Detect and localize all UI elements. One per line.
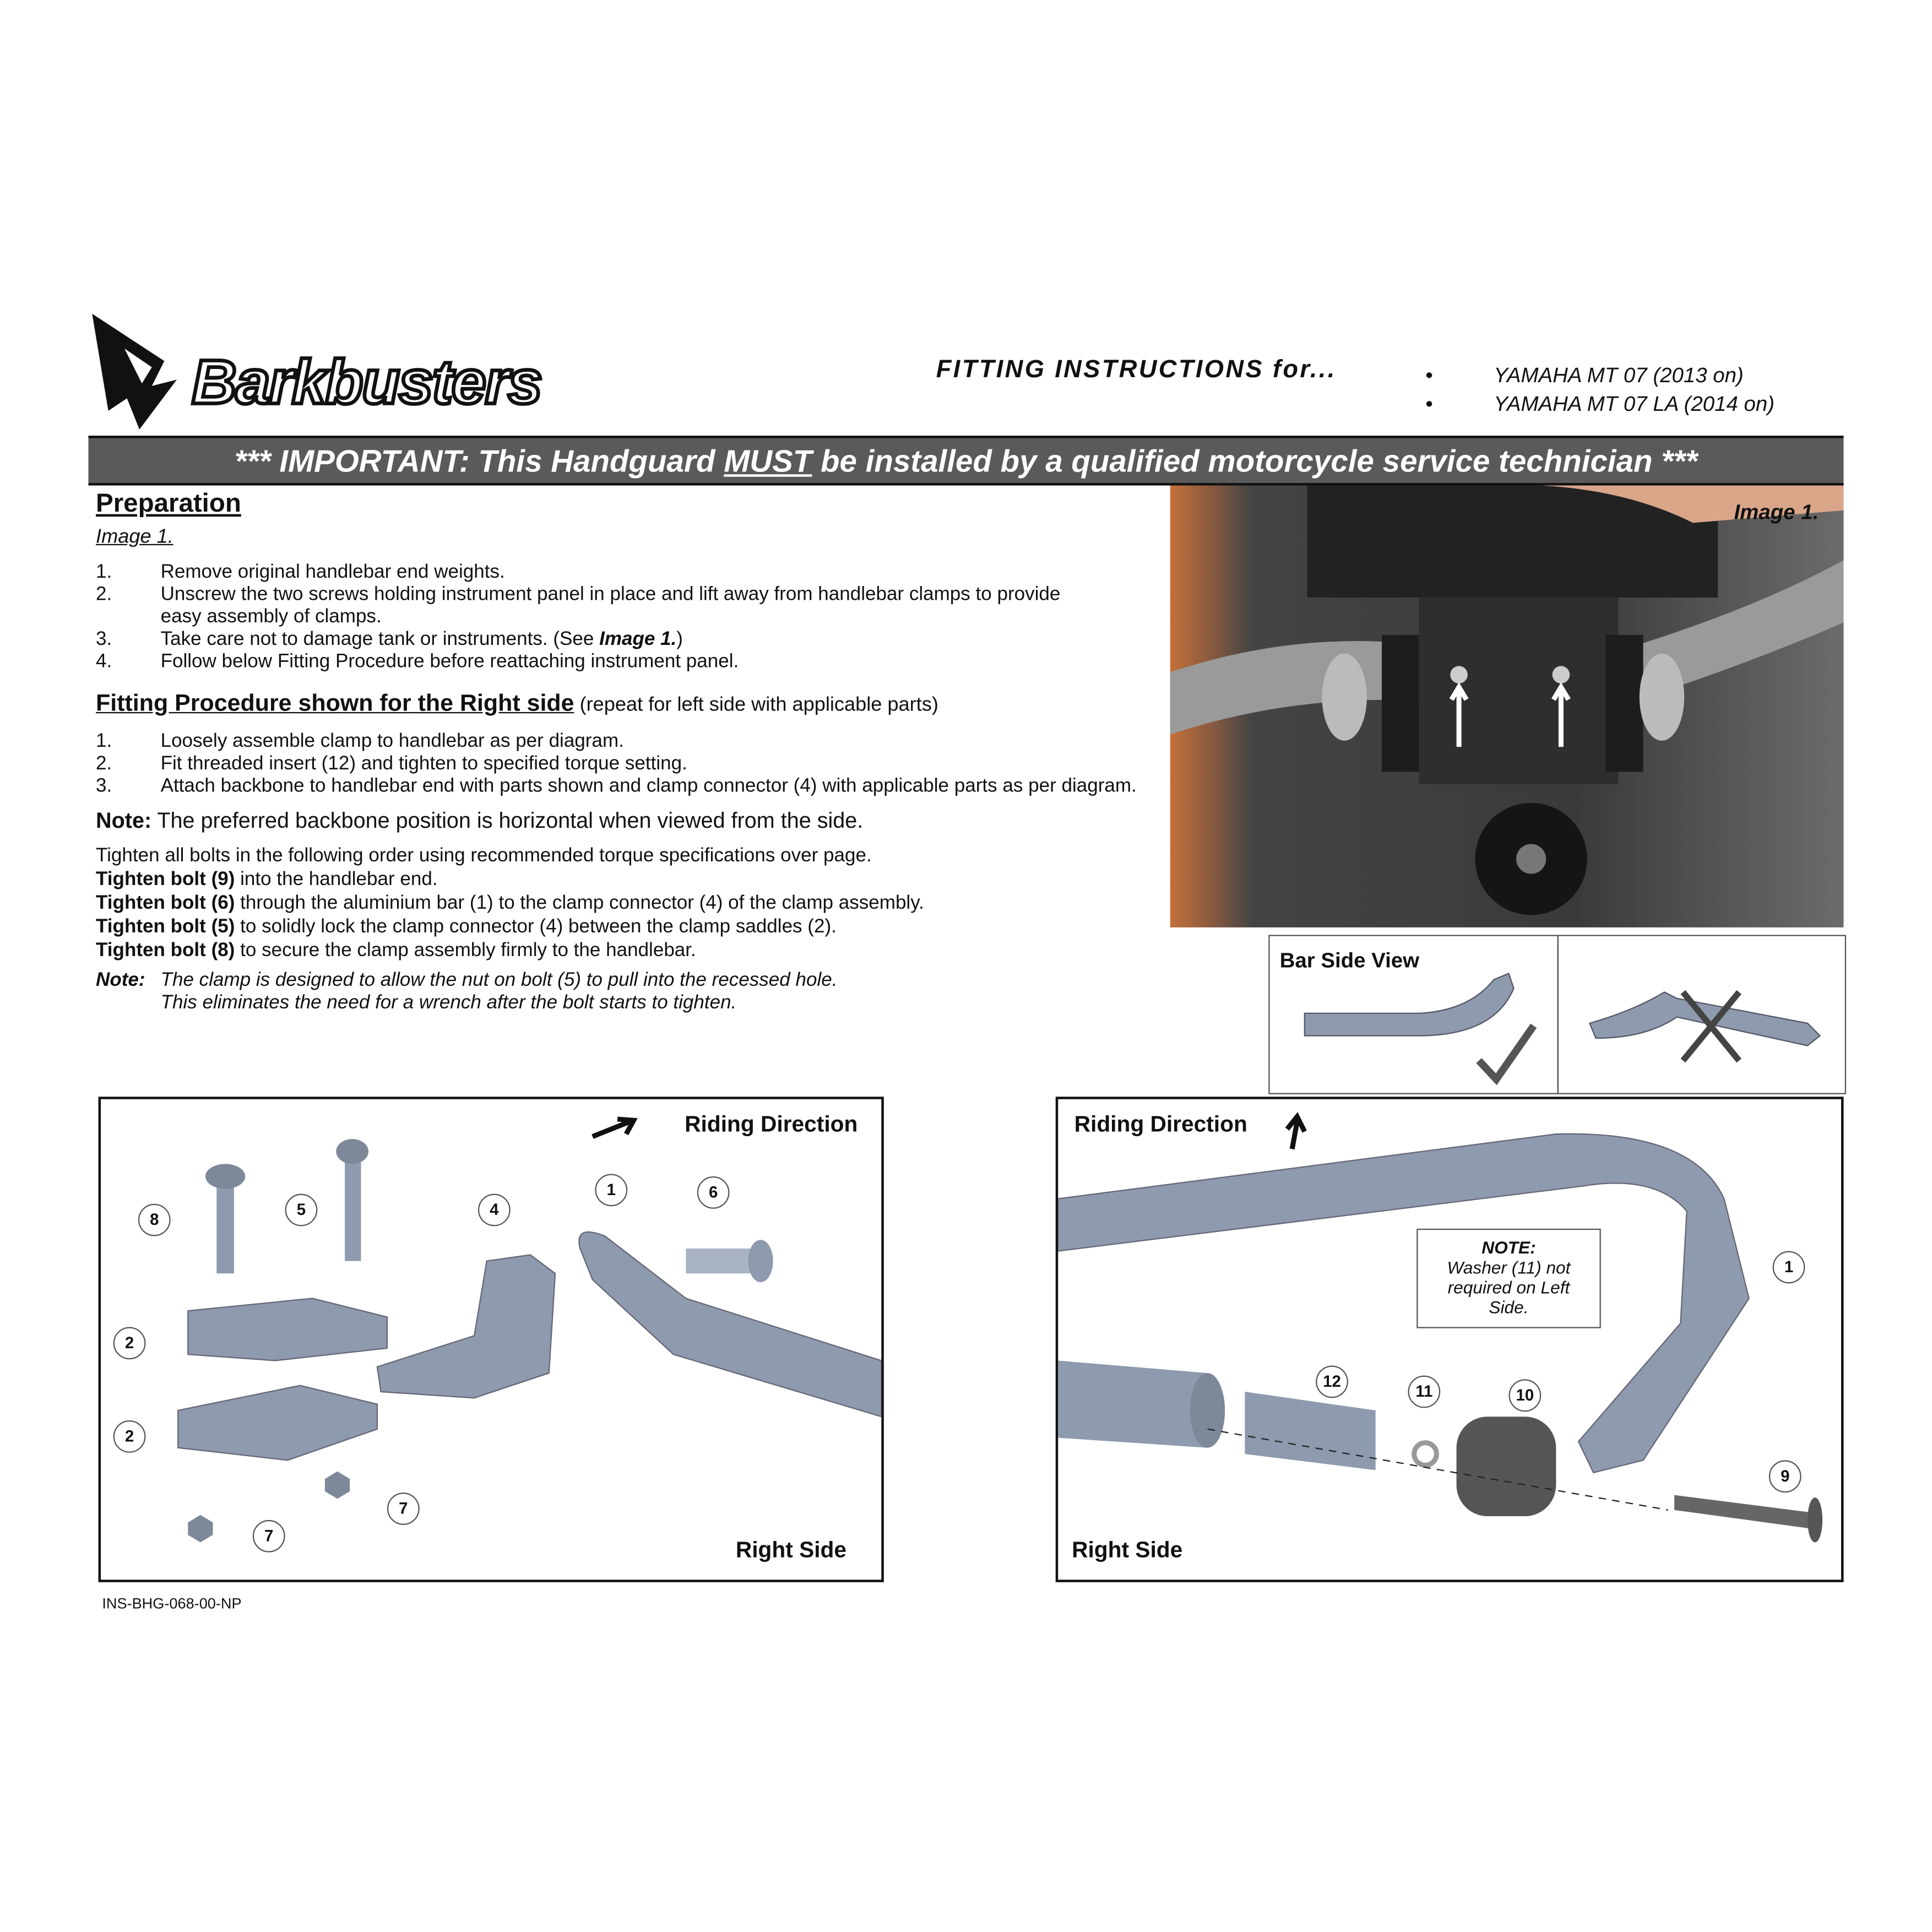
image-ref: Image 1. [96, 527, 173, 548]
cross-icon [1680, 990, 1742, 1063]
image-1-photo: Image 1. [1170, 485, 1844, 927]
note-callout: NOTE:Washer (11) not required on Left Si… [1417, 1228, 1601, 1328]
riding-direction-label: Riding Direction [685, 1111, 858, 1137]
instructions-text: Preparation Image 1. 1.Remove original h… [96, 489, 1142, 1014]
riding-direction-label: Riding Direction [1074, 1111, 1247, 1137]
callout: 4 [477, 1193, 511, 1227]
preparation-heading: Preparation [96, 489, 241, 518]
tighten-step: Tighten bolt (5) to solidly lock the cla… [96, 916, 837, 938]
callout: 1 [595, 1174, 628, 1207]
fit-step: 2.Fit threaded insert (12) and tighten t… [96, 753, 687, 774]
side-label: Right Side [1072, 1537, 1183, 1562]
brand-logo: Barkbusters [90, 311, 625, 431]
doc-title: FITTING INSTRUCTIONS for... [936, 356, 1337, 384]
callout: 1 [1772, 1251, 1805, 1284]
checkmark-icon [1476, 1023, 1537, 1086]
callout: 7 [387, 1493, 420, 1525]
clamp-note: Note:The clamp is designed to allow the … [96, 969, 838, 1013]
callout: 11 [1408, 1375, 1441, 1408]
callout: 5 [285, 1193, 318, 1227]
bar-side-label: Bar Side View [1279, 948, 1420, 973]
document-code: INS-BHG-068-00-NP [102, 1594, 242, 1613]
callout: 2 [113, 1327, 146, 1360]
callout: 12 [1316, 1365, 1348, 1398]
note: Note: The preferred backbone position is… [96, 807, 864, 833]
important-banner: *** IMPORTANT: This Handguard MUST be in… [88, 436, 1844, 486]
diagram-bar-end-assembly: Riding Direction NOTE:Washer (11) not re… [1055, 1097, 1844, 1582]
model-list: •YAMAHA MT 07 (2013 on) •YAMAHA MT 07 LA… [1425, 361, 1774, 418]
callout: 6 [697, 1176, 730, 1209]
prep-step: 3.Take care not to damage tank or instru… [96, 628, 683, 650]
callout: 2 [113, 1420, 146, 1453]
prep-step: 4.Follow below Fitting Procedure before … [96, 651, 739, 672]
bar-side-view-incorrect [1557, 935, 1847, 1094]
diagram-clamp-assembly: Riding Direction 8 5 4 1 6 2 2 7 7 Right… [98, 1097, 884, 1582]
tighten-step: Tighten bolt (6) through the aluminium b… [96, 892, 924, 914]
bar-side-view-correct: Bar Side View [1268, 935, 1559, 1094]
callout: 8 [138, 1203, 171, 1236]
callout: 9 [1768, 1460, 1801, 1493]
fit-step: 3.Attach backbone to handlebar end with … [96, 775, 1137, 797]
callout: 7 [252, 1519, 285, 1553]
tighten-step: Tighten bolt (9) into the handlebar end. [96, 869, 438, 891]
tighten-step: Tighten bolt (8) to secure the clamp ass… [96, 940, 696, 961]
model-item: •YAMAHA MT 07 LA (2014 on) [1425, 392, 1775, 416]
prep-step: 1.Remove original handlebar end weights. [96, 561, 505, 583]
prep-step: 2.Unscrew the two screws holding instrum… [96, 584, 1061, 628]
fit-step: 1.Loosely assemble clamp to handlebar as… [96, 730, 624, 752]
side-label: Right Side [735, 1537, 847, 1562]
image-label: Image 1. [1734, 500, 1819, 524]
callout: 10 [1508, 1379, 1542, 1412]
fitting-heading: Fitting Procedure shown for the Right si… [96, 691, 574, 717]
model-item: •YAMAHA MT 07 (2013 on) [1425, 363, 1744, 387]
tighten-intro: Tighten all bolts in the following order… [96, 845, 872, 867]
